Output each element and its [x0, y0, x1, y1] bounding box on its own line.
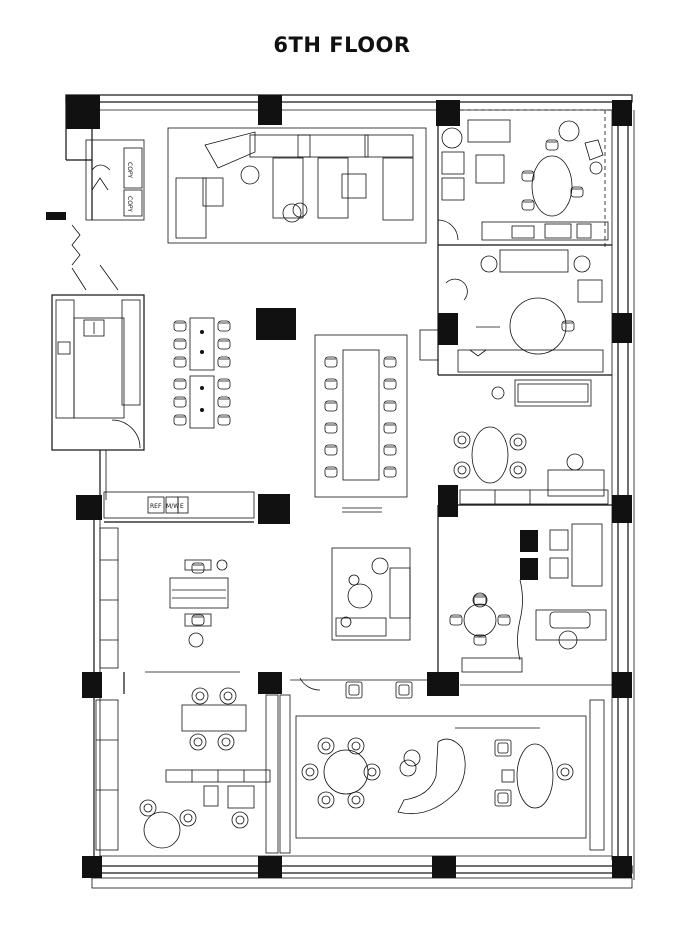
- copy-label: COPY: [126, 196, 133, 212]
- floor-title: 6TH FLOOR: [273, 33, 411, 57]
- interior-walls: [123, 329, 439, 694]
- lower-right-lounge: [295, 681, 605, 851]
- right-lounge: [437, 505, 612, 686]
- copy-label: COPY: [126, 162, 133, 178]
- mw-label: M/W: [166, 503, 179, 510]
- center-lounge: [331, 547, 411, 641]
- small-meeting-room: [438, 249, 612, 376]
- left-storage: [95, 527, 119, 851]
- e-label: E: [180, 503, 184, 510]
- reception-lounge: [167, 127, 427, 244]
- columns: [46, 95, 632, 878]
- top-right-meeting: [437, 100, 612, 375]
- copy-room: COPY COPY: [71, 139, 145, 266]
- bench-workstations: [145, 559, 240, 673]
- exterior-walls: [65, 94, 635, 889]
- workstations-upper: [173, 317, 231, 429]
- lower-left-area: [139, 677, 321, 854]
- conference-area: [314, 334, 408, 513]
- pantry-counter: REF M/W E: [103, 491, 255, 523]
- kitchen: [51, 264, 145, 500]
- ref-label: REF: [150, 503, 162, 510]
- office: [438, 379, 612, 506]
